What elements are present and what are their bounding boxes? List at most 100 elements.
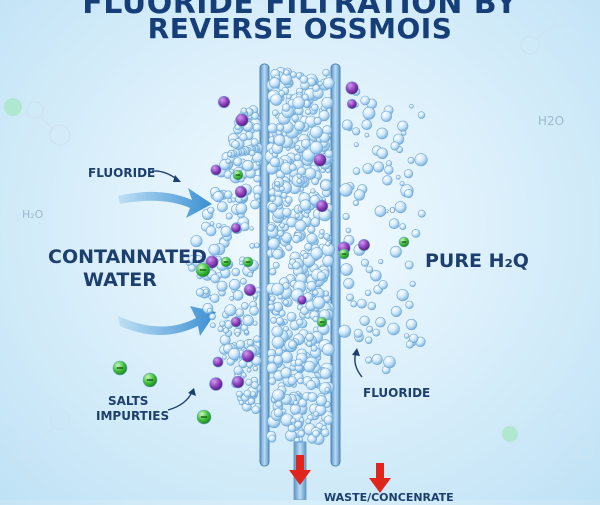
water-bubble	[281, 232, 293, 243]
water-bubble	[296, 178, 303, 184]
water-bubble	[311, 177, 320, 186]
water-bubble	[318, 110, 330, 122]
water-bubble	[395, 174, 401, 180]
water-bubble	[282, 299, 290, 306]
water-bubble	[207, 206, 215, 214]
water-bubble	[375, 317, 386, 328]
water-bubble	[222, 355, 227, 360]
title-line-2: REVERSE OSSMOIS	[147, 12, 453, 45]
water-bubble	[279, 185, 285, 192]
water-bubble	[267, 123, 278, 134]
water-bubble	[312, 296, 326, 310]
water-bubble	[323, 233, 330, 240]
water-bubble	[195, 288, 205, 297]
water-bubble	[325, 241, 331, 247]
water-bubble	[405, 300, 414, 309]
water-bubble	[345, 227, 352, 234]
water-bubble	[287, 424, 296, 433]
fluoride-ion-icon	[357, 239, 370, 252]
water-bubble	[360, 95, 370, 106]
water-bubble	[253, 174, 262, 183]
water-bubble	[309, 141, 324, 155]
contaminated-water-label-line-2: WATER	[83, 269, 157, 291]
water-bubble	[316, 271, 327, 281]
water-bubble	[305, 108, 312, 115]
water-bubble	[378, 258, 384, 265]
water-bubble	[306, 380, 317, 391]
water-bubble	[289, 403, 301, 415]
water-bubble	[307, 225, 316, 234]
water-bubble	[271, 335, 285, 349]
water-bubble	[250, 199, 260, 210]
water-bubble	[371, 353, 383, 365]
water-bubble	[353, 189, 366, 201]
water-bubble	[324, 149, 334, 159]
curved-arrow-icon	[118, 188, 212, 218]
water-bubble	[268, 434, 277, 443]
water-bubble	[286, 311, 297, 322]
water-bubble	[216, 222, 222, 229]
water-bubble	[296, 318, 304, 326]
water-bubble	[210, 293, 220, 303]
water-bubble	[360, 258, 369, 267]
pure-water-label: PURE H₂Q	[425, 250, 529, 272]
water-bubble	[388, 218, 400, 229]
water-bubble	[267, 224, 275, 232]
water-bubble	[361, 119, 373, 130]
water-bubble	[367, 301, 376, 311]
water-bubble	[288, 163, 297, 172]
water-bubble	[269, 195, 277, 202]
water-bubble	[252, 123, 262, 132]
water-bubble	[366, 325, 374, 333]
water-bubble	[313, 411, 319, 417]
water-bubble	[396, 289, 409, 302]
water-bubble	[250, 381, 259, 390]
water-bubble	[417, 111, 426, 119]
water-bubble	[222, 327, 230, 334]
fluoride-ion-icon	[297, 295, 307, 305]
water-bubble	[294, 144, 301, 151]
bg-h2o-right: H2O	[538, 114, 565, 128]
water-bubble	[208, 313, 216, 321]
water-bubble	[250, 138, 259, 147]
water-bubble	[304, 243, 313, 252]
water-bubble	[225, 158, 231, 165]
water-bubble	[310, 344, 318, 352]
water-bubble	[306, 340, 313, 347]
water-bubble	[321, 96, 334, 109]
water-bubble	[228, 278, 241, 291]
water-bubble	[275, 400, 283, 408]
water-bubble	[297, 430, 305, 438]
water-bubble	[272, 261, 280, 269]
water-bubble	[253, 242, 260, 249]
water-bubble	[310, 217, 321, 227]
water-bubble	[343, 277, 355, 289]
membrane-left-rod	[259, 63, 270, 467]
water-bubble	[321, 343, 335, 356]
water-bubble	[294, 420, 303, 429]
water-bubble	[277, 294, 283, 300]
water-bubble	[373, 161, 385, 173]
water-bubble	[350, 300, 358, 308]
water-bubble	[409, 280, 416, 288]
water-bubble	[219, 320, 226, 327]
water-bubble	[275, 347, 284, 356]
fluoride-ion-icon	[217, 95, 231, 109]
water-bubble	[303, 360, 316, 373]
bg-molecules	[21, 12, 594, 459]
water-bubble	[235, 308, 245, 318]
water-bubble	[306, 233, 318, 245]
water-bubble	[380, 110, 393, 122]
water-bubble	[282, 103, 291, 112]
water-bubble	[382, 175, 393, 186]
down-arrow-icon	[289, 455, 311, 485]
water-bubble	[216, 201, 228, 213]
water-bubble	[362, 163, 374, 174]
water-bubble	[383, 355, 396, 369]
water-bubble	[322, 255, 334, 267]
water-bubble	[220, 225, 232, 238]
water-bubble	[319, 367, 332, 380]
water-bubble	[269, 157, 281, 168]
water-bubble	[299, 75, 309, 84]
bg-h2o-left: H₂O	[22, 208, 44, 221]
